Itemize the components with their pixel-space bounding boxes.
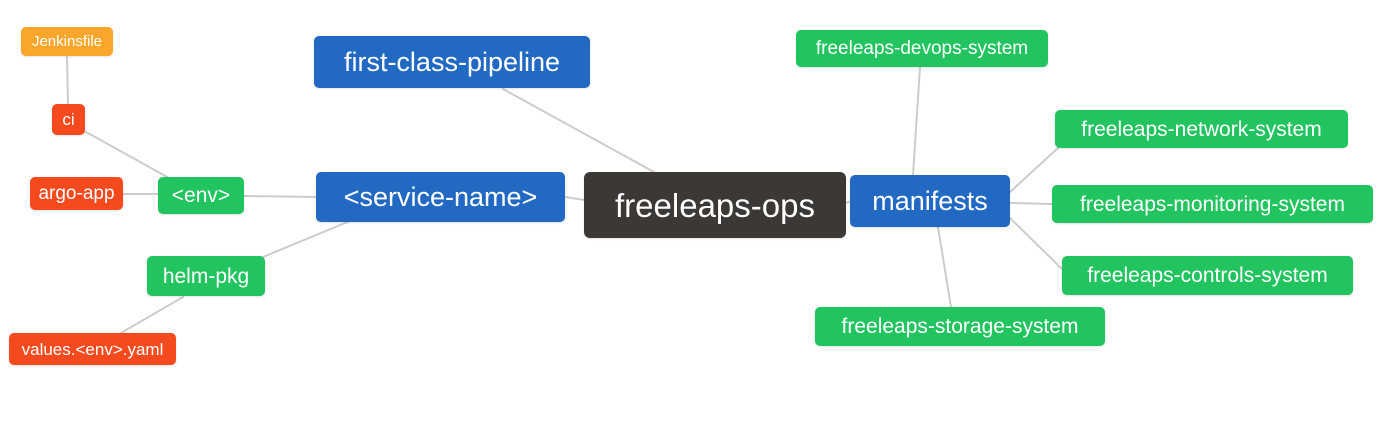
node-values-env-yaml[interactable]: values.<env>.yaml	[9, 333, 176, 365]
node-argo-app[interactable]: argo-app	[30, 177, 123, 210]
node-first-class-pipeline[interactable]: first-class-pipeline	[314, 36, 590, 88]
edge-ci-env	[85, 131, 170, 179]
edge-manifests-devops	[912, 66, 921, 176]
node-freeleaps-monitoring-system[interactable]: freeleaps-monitoring-system	[1052, 185, 1373, 223]
edge-values-helmpkg	[120, 296, 184, 334]
node-jenkinsfile[interactable]: Jenkinsfile	[21, 27, 113, 56]
node-freeleaps-storage-system[interactable]: freeleaps-storage-system	[815, 307, 1105, 346]
node-freeleaps-devops-system[interactable]: freeleaps-devops-system	[796, 30, 1048, 67]
node-service-name[interactable]: <service-name>	[316, 172, 565, 222]
edge-helmpkg-servicename	[262, 220, 351, 258]
node-freeleaps-ops-root[interactable]: freeleaps-ops	[584, 172, 846, 238]
node-env[interactable]: <env>	[158, 177, 244, 214]
edge-manifests-monitoring	[1009, 202, 1053, 205]
edge-env-servicename	[243, 195, 317, 198]
node-freeleaps-network-system[interactable]: freeleaps-network-system	[1055, 110, 1348, 148]
edge-manifests-controls	[1009, 217, 1063, 270]
node-freeleaps-controls-system[interactable]: freeleaps-controls-system	[1062, 256, 1353, 295]
edge-manifests-network	[1009, 147, 1059, 193]
edge-manifests-storage	[937, 226, 952, 308]
node-helm-pkg[interactable]: helm-pkg	[147, 256, 265, 296]
edge-servicename-root	[564, 196, 586, 201]
edge-jenkinsfile-ci	[66, 56, 69, 106]
edge-fcp-root	[502, 88, 655, 173]
node-manifests[interactable]: manifests	[850, 175, 1010, 227]
node-ci[interactable]: ci	[52, 104, 85, 135]
